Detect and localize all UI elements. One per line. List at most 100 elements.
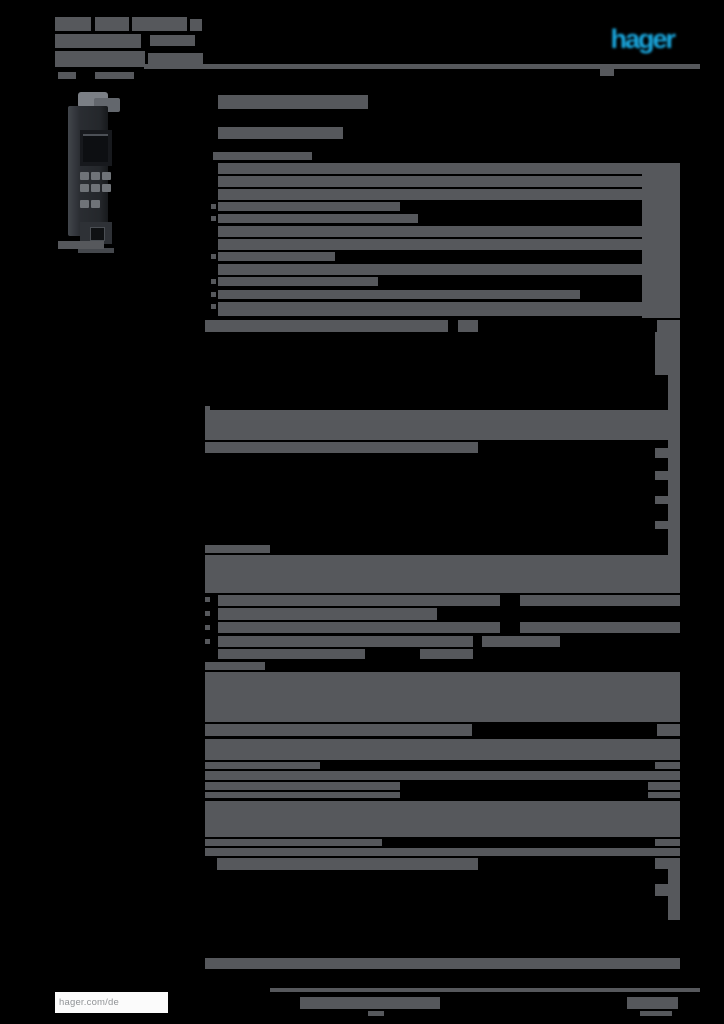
redacted-text-block <box>655 762 680 769</box>
redacted-text-block <box>205 848 680 856</box>
redacted-text-block <box>205 442 478 453</box>
device-button <box>80 200 89 208</box>
product-photo <box>60 90 130 253</box>
redacted-text-block <box>482 636 560 647</box>
footer-link-box: hager.com/de <box>55 992 168 1013</box>
device-display <box>83 134 108 162</box>
bullet-marker <box>205 611 210 616</box>
redacted-text-block <box>218 290 580 299</box>
device-button <box>91 184 100 192</box>
redacted-text-block <box>218 277 378 286</box>
bullet-marker <box>211 279 216 284</box>
bullet-marker <box>205 625 210 630</box>
footer-link[interactable]: hager.com/de <box>59 997 119 1008</box>
bullet-marker <box>211 216 216 221</box>
redacted-text-block <box>58 72 76 79</box>
redacted-text-block <box>148 53 203 64</box>
redacted-text-block <box>642 163 680 318</box>
redacted-text-block <box>218 636 473 647</box>
bullet-marker <box>205 406 210 411</box>
redacted-text-block <box>95 72 134 79</box>
redacted-text-block <box>205 792 400 798</box>
redacted-text-block <box>668 332 680 555</box>
redacted-text-block <box>218 127 343 139</box>
redacted-text-block <box>95 17 129 31</box>
redacted-text-block <box>655 448 668 458</box>
bullet-marker <box>211 204 216 209</box>
redacted-text-block <box>55 34 141 48</box>
redacted-text-block <box>218 608 437 620</box>
device-button <box>102 172 111 180</box>
redacted-text-block <box>58 241 104 249</box>
redacted-text-block <box>205 771 680 780</box>
bullet-marker <box>205 690 210 695</box>
redacted-text-block <box>218 214 418 223</box>
bullet-marker <box>205 703 210 708</box>
redacted-text-block <box>655 839 680 846</box>
redacted-text-block <box>217 858 478 870</box>
redacted-text-block <box>218 252 335 261</box>
bullet-marker <box>211 254 216 259</box>
redacted-text-block <box>205 724 472 736</box>
redacted-text-block <box>458 320 478 332</box>
redacted-text-block <box>218 163 680 174</box>
redacted-text-block <box>218 176 680 187</box>
redacted-text-block <box>205 410 680 440</box>
redacted-text-block <box>190 19 202 31</box>
redacted-text-block <box>132 17 187 31</box>
redacted-text-block <box>655 858 668 869</box>
redacted-text-block <box>218 649 365 659</box>
redacted-text-block <box>657 320 680 332</box>
redacted-text-block <box>520 595 680 606</box>
redacted-text-block <box>218 95 368 109</box>
redacted-text-block <box>218 189 680 200</box>
redacted-text-block <box>150 35 195 46</box>
bullet-marker <box>205 639 210 644</box>
redacted-text-block <box>657 724 680 736</box>
redacted-text-block <box>205 672 680 722</box>
redacted-text-block <box>205 320 448 332</box>
bullet-marker <box>205 597 210 602</box>
device-button <box>80 172 89 180</box>
bullet-marker <box>211 292 216 297</box>
redacted-text-block <box>205 958 680 969</box>
redacted-text-block <box>213 152 312 160</box>
redacted-text-block <box>205 555 680 593</box>
redacted-text-block <box>655 496 668 504</box>
redacted-text-block <box>205 839 382 846</box>
redacted-text-block <box>218 622 500 633</box>
redacted-text-block <box>55 51 145 67</box>
divider-rule <box>270 988 700 992</box>
redacted-text-block <box>205 662 265 670</box>
redacted-text-block <box>218 264 680 275</box>
redacted-text-block <box>640 1011 672 1016</box>
redacted-text-block <box>205 801 680 837</box>
device-body <box>68 106 114 253</box>
redacted-text-block <box>205 739 680 760</box>
redacted-text-block <box>218 595 500 606</box>
redacted-text-block <box>368 1011 384 1016</box>
redacted-text-block <box>205 762 320 769</box>
redacted-text-block <box>648 792 680 798</box>
device-base <box>78 248 114 253</box>
redacted-text-block <box>655 884 668 896</box>
redacted-text-block <box>520 622 680 633</box>
redacted-text-block <box>648 782 680 790</box>
bullet-marker <box>211 304 216 309</box>
redacted-text-block <box>218 239 680 250</box>
redacted-text-block <box>655 332 668 375</box>
redacted-text-block <box>600 68 614 76</box>
redacted-text-block <box>218 202 400 211</box>
redacted-text-block <box>218 302 680 316</box>
hager-logo: hager <box>610 24 676 54</box>
redacted-text-block <box>205 782 400 790</box>
redacted-text-block <box>205 545 270 553</box>
redacted-text-block <box>668 858 680 920</box>
device-button <box>91 172 100 180</box>
redacted-text-block <box>300 997 440 1009</box>
device-connector <box>90 227 105 241</box>
redacted-text-block <box>627 997 678 1009</box>
redacted-text-block <box>420 649 473 659</box>
device-button <box>80 184 89 192</box>
